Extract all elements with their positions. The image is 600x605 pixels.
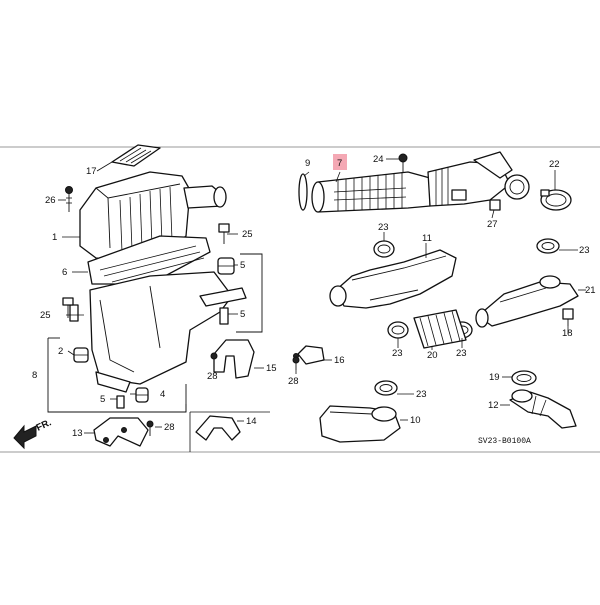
- clamp-23-c: [387, 321, 409, 339]
- front-label: FR.: [35, 417, 54, 433]
- callout-25-right: 25: [242, 229, 253, 240]
- callout-2: 2: [58, 346, 63, 357]
- bolt-26: [65, 186, 73, 212]
- group-bracket-5: [236, 253, 263, 333]
- rubber-hose-20: [413, 309, 467, 349]
- callout-27: 27: [487, 219, 498, 230]
- bolt-25-left: [62, 297, 74, 318]
- leader-lines: [58, 158, 586, 434]
- callout-8: 8: [32, 370, 37, 381]
- callout-23-d: 23: [456, 348, 467, 359]
- clip-18: [562, 308, 574, 326]
- callout-23-b: 23: [579, 245, 590, 256]
- collar-right: [219, 307, 229, 325]
- label-plate: [111, 144, 161, 167]
- hose-clamp-19: [511, 370, 537, 386]
- callout-14: 14: [246, 416, 257, 427]
- intake-tube-7: [311, 171, 431, 213]
- resonator-chamber-10: [319, 405, 401, 443]
- callout-28-b: 28: [288, 376, 299, 387]
- callout-10: 10: [410, 415, 421, 426]
- grommet-right-upper: [217, 257, 235, 275]
- callout-1: 1: [52, 232, 57, 243]
- callout-5-lower: 5: [100, 394, 105, 405]
- callout-15: 15: [266, 363, 277, 374]
- callout-13: 13: [72, 428, 83, 439]
- callout-25-left: 25: [40, 310, 51, 321]
- callout-7-highlight: [333, 154, 347, 170]
- callout-4: 4: [160, 389, 165, 400]
- hose-clamp-22b: [540, 189, 572, 211]
- clamp-23-a: [373, 240, 395, 258]
- callout-6: 6: [62, 267, 67, 278]
- hose-clamp-22: [504, 174, 530, 200]
- air-cleaner-lower-housing: [89, 271, 247, 393]
- callout-11: 11: [422, 233, 432, 244]
- collar-lower: [116, 395, 125, 409]
- air-duct-11: [329, 249, 457, 309]
- elbow-hose-12: [509, 389, 577, 429]
- bolt-28-b: [292, 356, 300, 370]
- callout-9: 9: [305, 158, 310, 169]
- callout-16: 16: [334, 355, 345, 366]
- callout-5-upper: 5: [240, 260, 245, 271]
- callout-24: 24: [373, 154, 384, 165]
- bolt-25-right: [218, 223, 230, 244]
- front-arrow-icon: [13, 424, 37, 450]
- grommet-lower: [135, 387, 149, 403]
- screw-24: [398, 153, 408, 172]
- air-filter-element: [87, 235, 211, 285]
- intake-bellows: [427, 151, 513, 207]
- callout-7: 7: [337, 158, 342, 169]
- callout-17: 17: [86, 166, 97, 177]
- clamp-23-b: [536, 238, 560, 254]
- callout-26: 26: [45, 195, 56, 206]
- bracket-13: [93, 417, 149, 447]
- callout-18: 18: [562, 328, 573, 339]
- callout-22: 22: [549, 159, 560, 170]
- callout-19: 19: [489, 372, 500, 383]
- clip-27: [489, 199, 501, 211]
- bolt-28-a: [210, 352, 218, 366]
- callout-23-e: 23: [416, 389, 427, 400]
- seal-ring-9: [298, 173, 308, 211]
- clamp-23-e: [374, 380, 398, 396]
- grommet-left: [73, 347, 89, 363]
- callout-numbers: 17 26 1 6 25 2 8 5 4 25 5 5 15 16 28 28 …: [32, 154, 596, 439]
- callout-23-c: 23: [392, 348, 403, 359]
- callout-21: 21: [585, 285, 596, 296]
- bracket-15: [211, 339, 255, 379]
- callout-20: 20: [427, 350, 438, 361]
- callout-28-a: 28: [207, 371, 218, 382]
- callout-12: 12: [488, 400, 499, 411]
- bracket-14: [195, 415, 241, 441]
- callout-23-a: 23: [378, 222, 389, 233]
- air-duct-21: [475, 275, 579, 328]
- bolt-28-c: [146, 420, 154, 436]
- diagram-code: SV23-B0100A: [478, 437, 531, 446]
- callout-28-c: 28: [164, 422, 175, 433]
- callout-5-middle: 5: [240, 309, 245, 320]
- collar-left: [69, 304, 79, 322]
